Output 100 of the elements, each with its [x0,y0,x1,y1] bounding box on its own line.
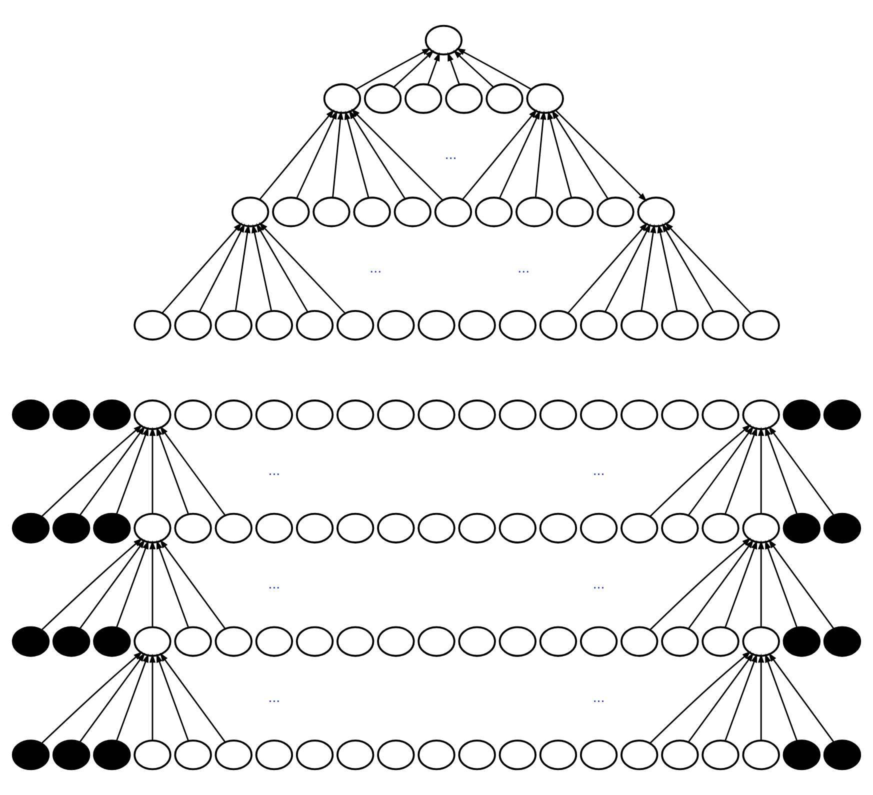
node-circle [620,512,658,544]
node-circle [742,740,780,770]
arrow [765,654,798,742]
node-circle [661,512,699,544]
arrow [456,48,532,90]
node-circle [404,83,442,114]
node-circle [174,400,212,430]
arrow [344,110,370,198]
node-circle [742,400,780,430]
arrow [116,540,148,628]
node-dot [823,740,862,770]
node-circle [418,626,456,657]
arrow [662,223,714,312]
node-circle [134,310,172,341]
arrow [79,426,146,516]
node-circle [377,512,415,544]
node-circle [296,310,334,341]
arrow [688,539,754,629]
arrow [393,50,434,88]
node-circle [377,740,415,770]
arrow [42,424,142,517]
label: ... [592,690,605,706]
node-dot [782,512,821,544]
label: ... [268,576,280,593]
arrow [42,538,142,630]
node-circle [742,512,780,544]
node-dot [52,626,90,657]
arrow [765,540,798,628]
node-circle [214,626,252,657]
node-circle [424,24,463,56]
node-circle [458,512,496,544]
node-circle [458,400,496,430]
node-circle [214,740,252,770]
node-circle [580,626,618,657]
arrow [356,48,431,90]
node-dot [823,400,862,430]
node-circle [458,310,496,341]
arrow [149,540,156,628]
node-circle [418,400,456,430]
arrow [650,424,752,517]
node-circle [231,196,270,228]
node-circle [255,512,294,544]
node-circle [134,740,172,770]
node-circle [580,512,618,544]
node-circle [661,740,699,770]
arrow [162,222,242,314]
arrow [640,224,656,312]
node-circle [526,83,564,114]
node-circle [134,512,172,544]
label: ... [592,576,605,593]
node-dot [823,512,862,544]
node-circle [702,512,740,544]
arrow [42,651,142,744]
arrow [149,654,156,741]
node-circle [134,400,172,430]
arrow [462,109,538,200]
node-circle [539,626,578,657]
arrow [758,540,764,628]
arrow [547,110,572,198]
arrow [79,539,146,629]
node-circle [556,196,594,228]
node-circle [336,512,374,544]
node-circle [377,626,415,657]
arrow [688,426,754,516]
arrow [555,110,647,202]
arrow [259,109,334,200]
node-circle [255,626,294,657]
node-circle [336,740,374,770]
node-circle [418,512,456,544]
arrow [116,654,148,742]
arrow [724,426,758,514]
node-circle [323,83,362,114]
arrow [499,110,540,198]
node-circle [539,400,578,430]
node-circle [539,740,578,770]
node-circle [486,83,524,114]
node-circle [364,83,402,114]
arrow [160,539,226,629]
node-circle [516,196,554,228]
node-circle [255,740,294,770]
node-circle [214,512,252,544]
arrow [156,654,190,742]
arrow [567,222,648,314]
node-circle [661,626,699,657]
node-dot [93,626,131,657]
arrow [198,224,245,312]
node-dot [52,740,90,770]
arrow [156,540,190,628]
label: ... [444,146,457,163]
node-circle [255,400,294,430]
label: ... [370,260,382,276]
arrow [258,222,346,314]
node-circle [458,740,496,770]
arrow [448,52,460,85]
node-circle [134,626,172,657]
node-circle [498,512,536,544]
arrow [724,540,758,628]
node-circle [214,310,252,341]
arrow [552,110,609,200]
arrow [534,110,546,198]
